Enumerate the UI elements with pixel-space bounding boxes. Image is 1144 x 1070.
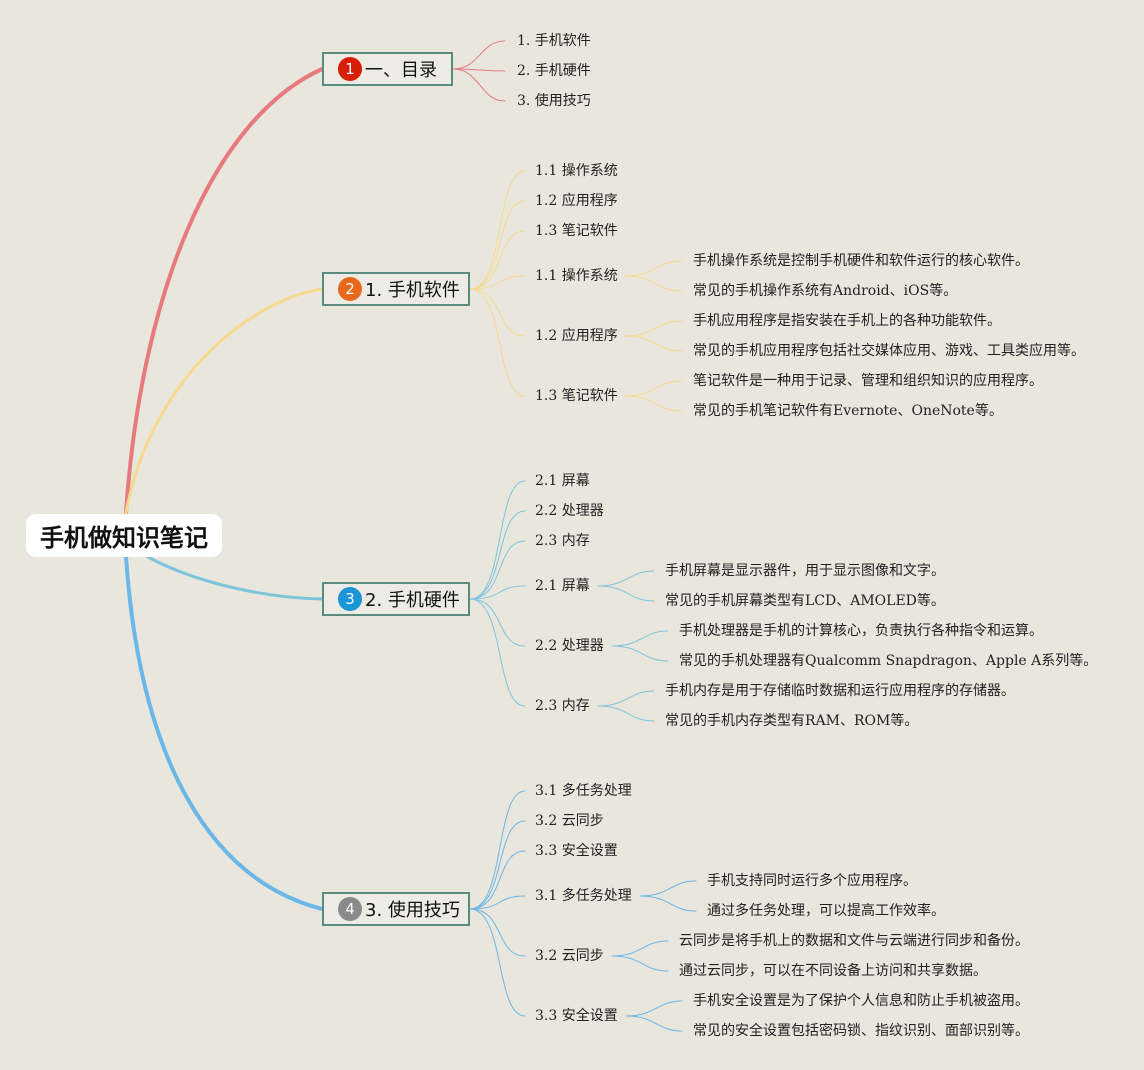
detail-text[interactable]: 常见的手机处理器有Qualcomm Snapdragon、Apple A系列等。 — [679, 653, 1098, 669]
group-label[interactable]: 2.3 内存 — [535, 698, 590, 714]
connector-line — [469, 540, 526, 600]
connector-line — [469, 275, 526, 290]
topic-item[interactable]: 2.1 屏幕 — [535, 473, 590, 489]
detail-text[interactable]: 常见的手机操作系统有Android、iOS等。 — [693, 283, 958, 299]
detail-text[interactable]: 手机安全设置是为了保护个人信息和防止手机被盗用。 — [693, 993, 1029, 1009]
number-badge-icon: 1 — [338, 57, 362, 81]
connector-line — [469, 790, 526, 910]
connector-line — [469, 598, 526, 707]
number-badge-icon: 3 — [338, 587, 362, 611]
group-label[interactable]: 2.2 处理器 — [535, 638, 604, 654]
topic-item[interactable]: 1.3 笔记软件 — [535, 223, 618, 239]
detail-text[interactable]: 通过多任务处理，可以提高工作效率。 — [707, 903, 945, 919]
group-label[interactable]: 2.1 屏幕 — [535, 578, 590, 594]
branch-node-hardware[interactable]: 3 2. 手机硬件 — [322, 582, 470, 616]
connector-line — [611, 940, 669, 957]
number-badge-icon: 2 — [338, 277, 362, 301]
branch-node-toc[interactable]: 1 一、目录 — [322, 52, 453, 86]
detail-text[interactable]: 常见的手机笔记软件有Evernote、OneNote等。 — [693, 403, 1003, 419]
number-badge-icon: 4 — [338, 897, 362, 921]
connector-line — [469, 598, 526, 647]
group-label[interactable]: 3.3 安全设置 — [535, 1008, 618, 1024]
connector-line — [452, 40, 506, 70]
topic-item[interactable]: 3.3 安全设置 — [535, 843, 618, 859]
connector-line — [469, 895, 526, 910]
detail-text[interactable]: 手机支持同时运行多个应用程序。 — [707, 873, 917, 889]
branch-node-tips[interactable]: 4 3. 使用技巧 — [322, 892, 470, 926]
connector-line — [469, 288, 526, 337]
toc-item[interactable]: 1. 手机软件 — [517, 33, 591, 49]
detail-text[interactable]: 常见的手机内存类型有RAM、ROM等。 — [665, 713, 919, 729]
connector-line — [124, 287, 324, 515]
topic-item[interactable]: 1.1 操作系统 — [535, 163, 618, 179]
connector-line — [469, 510, 526, 600]
connector-line — [146, 555, 324, 601]
detail-text[interactable]: 常见的手机屏幕类型有LCD、AMOLED等。 — [665, 593, 945, 609]
detail-text[interactable]: 常见的安全设置包括密码锁、指纹识别、面部识别等。 — [693, 1023, 1029, 1039]
connector-line — [469, 908, 526, 1017]
connector-line — [452, 68, 506, 102]
detail-text[interactable]: 通过云同步，可以在不同设备上访问和共享数据。 — [679, 963, 987, 979]
connector-line — [469, 850, 526, 910]
connector-line — [624, 320, 683, 337]
group-label[interactable]: 1.2 应用程序 — [535, 328, 618, 344]
connector-line — [597, 690, 655, 707]
group-label[interactable]: 3.2 云同步 — [535, 948, 604, 964]
toc-item[interactable]: 2. 手机硬件 — [517, 63, 591, 79]
connector-line — [469, 200, 526, 290]
connector-line — [611, 955, 669, 972]
detail-text[interactable]: 笔记软件是一种用于记录、管理和组织知识的应用程序。 — [693, 373, 1043, 389]
branch-node-software[interactable]: 2 1. 手机软件 — [322, 272, 470, 306]
connector-line — [597, 705, 655, 722]
group-label[interactable]: 1.3 笔记软件 — [535, 388, 618, 404]
topic-item[interactable]: 1.2 应用程序 — [535, 193, 618, 209]
root-node[interactable]: 手机做知识笔记 — [26, 514, 222, 557]
connector-line — [624, 260, 683, 277]
topic-item[interactable]: 3.2 云同步 — [535, 813, 604, 829]
connector-line — [624, 395, 683, 412]
connector-line — [124, 555, 324, 911]
topic-item[interactable]: 2.2 处理器 — [535, 503, 604, 519]
group-label[interactable]: 1.1 操作系统 — [535, 268, 618, 284]
toc-item[interactable]: 3. 使用技巧 — [517, 93, 591, 109]
root-label: 手机做知识笔记 — [40, 524, 208, 552]
connector-line — [452, 68, 506, 72]
detail-text[interactable]: 常见的手机应用程序包括社交媒体应用、游戏、工具类应用等。 — [693, 343, 1085, 359]
detail-text[interactable]: 云同步是将手机上的数据和文件与云端进行同步和备份。 — [679, 933, 1029, 949]
detail-text[interactable]: 手机屏幕是显示器件，用于显示图像和文字。 — [665, 563, 945, 579]
connector-line — [639, 895, 697, 912]
branch-label: 1. 手机软件 — [365, 280, 460, 301]
connector-line — [611, 630, 669, 647]
topic-item[interactable]: 3.1 多任务处理 — [535, 783, 632, 799]
topic-item[interactable]: 2.3 内存 — [535, 533, 590, 549]
connector-line — [597, 585, 655, 602]
connector-line — [624, 335, 683, 352]
branch-label: 2. 手机硬件 — [365, 590, 460, 611]
connector-line — [469, 230, 526, 290]
detail-text[interactable]: 手机处理器是手机的计算核心，负责执行各种指令和运算。 — [679, 623, 1043, 639]
connector-line — [469, 480, 526, 600]
detail-text[interactable]: 手机内存是用于存储临时数据和运行应用程序的存储器。 — [665, 683, 1015, 699]
detail-text[interactable]: 手机操作系统是控制手机硬件和软件运行的核心软件。 — [693, 253, 1029, 269]
connector-line — [611, 645, 669, 662]
connector-line — [469, 908, 526, 957]
connector-line — [639, 880, 697, 897]
branch-label: 3. 使用技巧 — [365, 900, 460, 921]
group-label[interactable]: 3.1 多任务处理 — [535, 888, 632, 904]
connector-line — [624, 380, 683, 397]
connector-line — [469, 585, 526, 600]
branch-label: 一、目录 — [365, 60, 437, 81]
connector-line — [124, 67, 324, 515]
connector-line — [625, 1000, 683, 1017]
connector-line — [469, 170, 526, 290]
connector-line — [597, 570, 655, 587]
connector-line — [625, 1015, 683, 1032]
detail-text[interactable]: 手机应用程序是指安装在手机上的各种功能软件。 — [693, 313, 1001, 329]
connector-line — [624, 275, 683, 292]
connector-line — [469, 288, 526, 397]
connector-line — [469, 820, 526, 910]
